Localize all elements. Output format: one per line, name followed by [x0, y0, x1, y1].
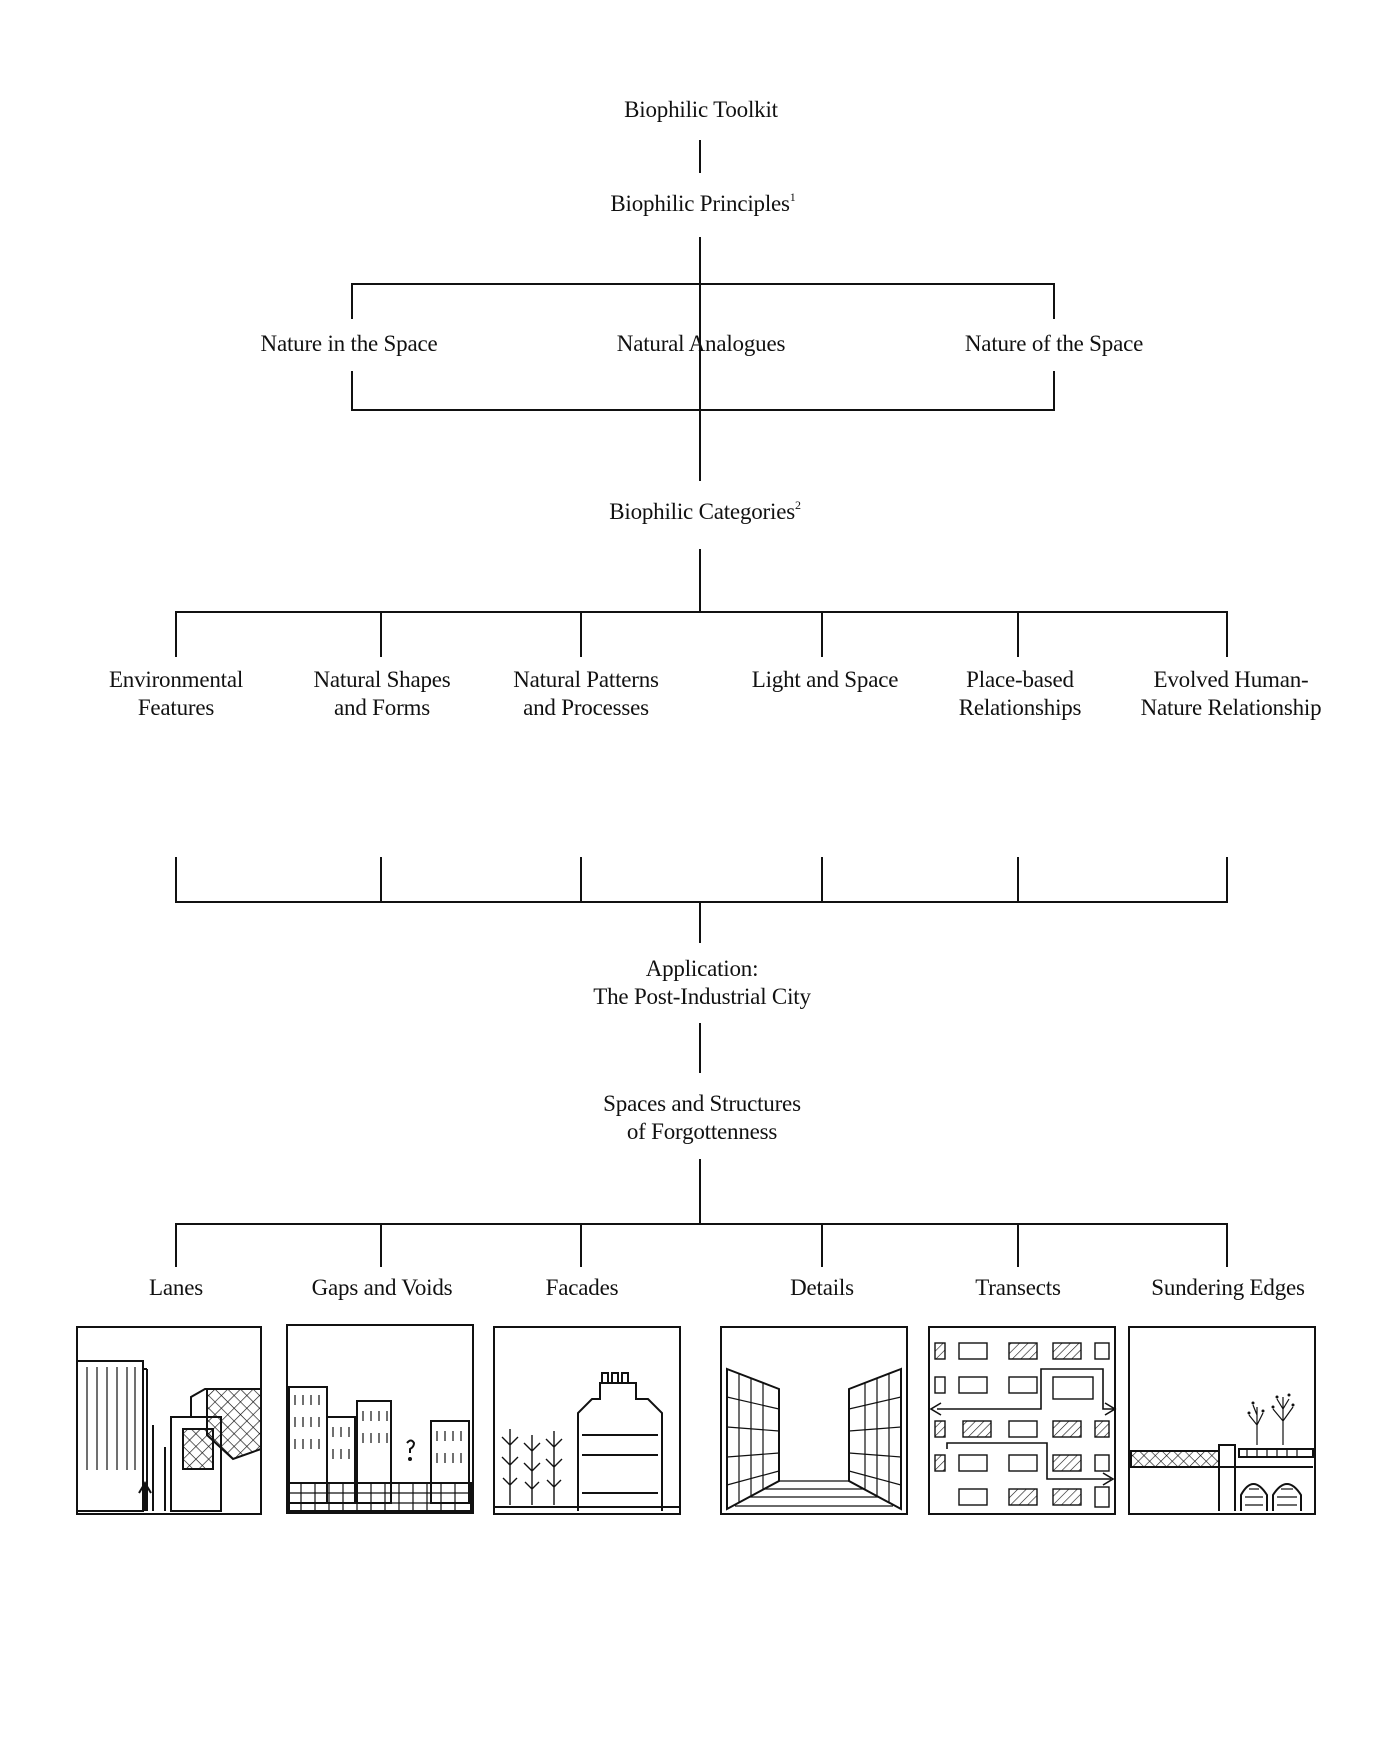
category-environmental-features: Environmental Features: [109, 666, 243, 722]
details-sketch-icon: [720, 1326, 908, 1515]
space-details: Details: [790, 1275, 854, 1300]
category-evolved-human-nature: Evolved Human- Nature Relationship: [1141, 666, 1322, 722]
facades-sketch-icon: [493, 1326, 681, 1515]
category-natural-patterns: Natural Patterns and Processes: [513, 666, 659, 722]
application-line: Application:: [645, 956, 759, 981]
application-heading: Application: The Post-Industrial City: [593, 955, 811, 1011]
categories-heading: Biophilic Categories2: [609, 498, 801, 526]
spaces-line: of Forgottenness: [626, 1119, 778, 1144]
category-light-and-space: Light and Space: [751, 666, 899, 694]
application-line: The Post-Industrial City: [593, 984, 811, 1009]
lanes-sketch-icon: [76, 1326, 262, 1515]
sundering-edges-sketch-icon: [1128, 1326, 1316, 1515]
category-line: Light and Space: [751, 667, 899, 692]
transects-sketch-icon: [928, 1326, 1117, 1515]
category-place-based: Place-based Relationships: [959, 666, 1082, 722]
principle-nature-in-space: Nature in the Space: [260, 331, 438, 356]
category-line: Environmental: [108, 667, 244, 692]
toolkit-title: Biophilic Toolkit: [624, 97, 778, 122]
space-transects: Transects: [975, 1275, 1061, 1300]
category-line: Natural Patterns: [513, 667, 659, 692]
category-line: and Forms: [334, 695, 430, 720]
space-facades: Facades: [545, 1275, 619, 1300]
footnote-marker: 1: [789, 190, 796, 204]
spaces-heading: Spaces and Structures of Forgottenness: [603, 1090, 801, 1146]
category-line: Evolved Human-: [1153, 667, 1309, 692]
category-natural-shapes: Natural Shapes and Forms: [313, 666, 450, 722]
category-line: and Processes: [523, 695, 649, 720]
categories-label: Biophilic Categories: [609, 499, 795, 524]
space-gaps-and-voids: Gaps and Voids: [311, 1275, 453, 1300]
category-line: Natural Shapes: [313, 667, 451, 692]
principles-label: Biophilic Principles: [610, 191, 790, 216]
spaces-line: Spaces and Structures: [603, 1091, 801, 1116]
category-line: Nature Relationship: [1140, 695, 1322, 720]
category-line: Place-based: [966, 667, 1074, 692]
space-sundering-edges: Sundering Edges: [1151, 1275, 1305, 1300]
principle-natural-analogues: Natural Analogues: [616, 331, 786, 356]
footnote-marker: 2: [794, 498, 801, 512]
principle-nature-of-space: Nature of the Space: [964, 331, 1144, 356]
space-lanes: Lanes: [149, 1275, 203, 1300]
principles-heading: Biophilic Principles1: [610, 190, 795, 218]
category-line: Relationships: [958, 695, 1082, 720]
category-line: Features: [137, 695, 215, 720]
gaps-and-voids-sketch-icon: [286, 1324, 474, 1514]
